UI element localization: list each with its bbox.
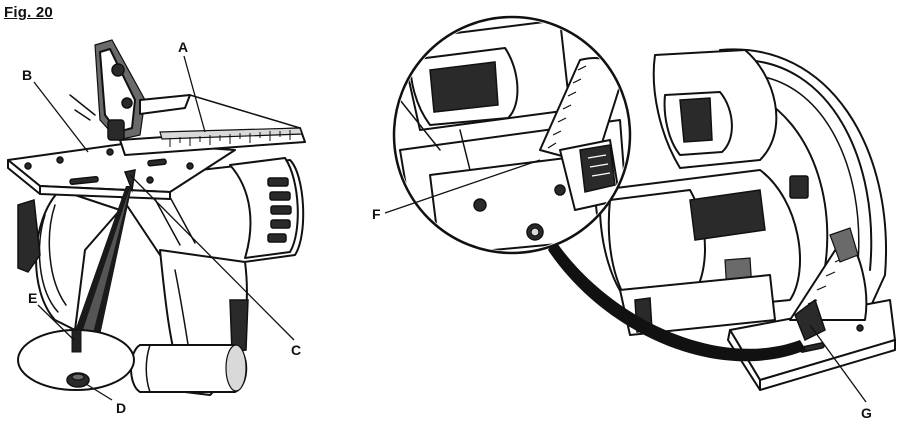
callout-f: F — [372, 206, 381, 222]
left-saw-illustration — [8, 40, 305, 395]
callout-e: E — [28, 290, 37, 306]
callout-a: A — [178, 39, 188, 55]
callout-b: B — [22, 67, 32, 83]
callout-c: C — [291, 342, 301, 358]
right-saw-illustration — [394, 17, 895, 390]
callout-d: D — [116, 400, 126, 416]
callout-g: G — [861, 405, 872, 421]
